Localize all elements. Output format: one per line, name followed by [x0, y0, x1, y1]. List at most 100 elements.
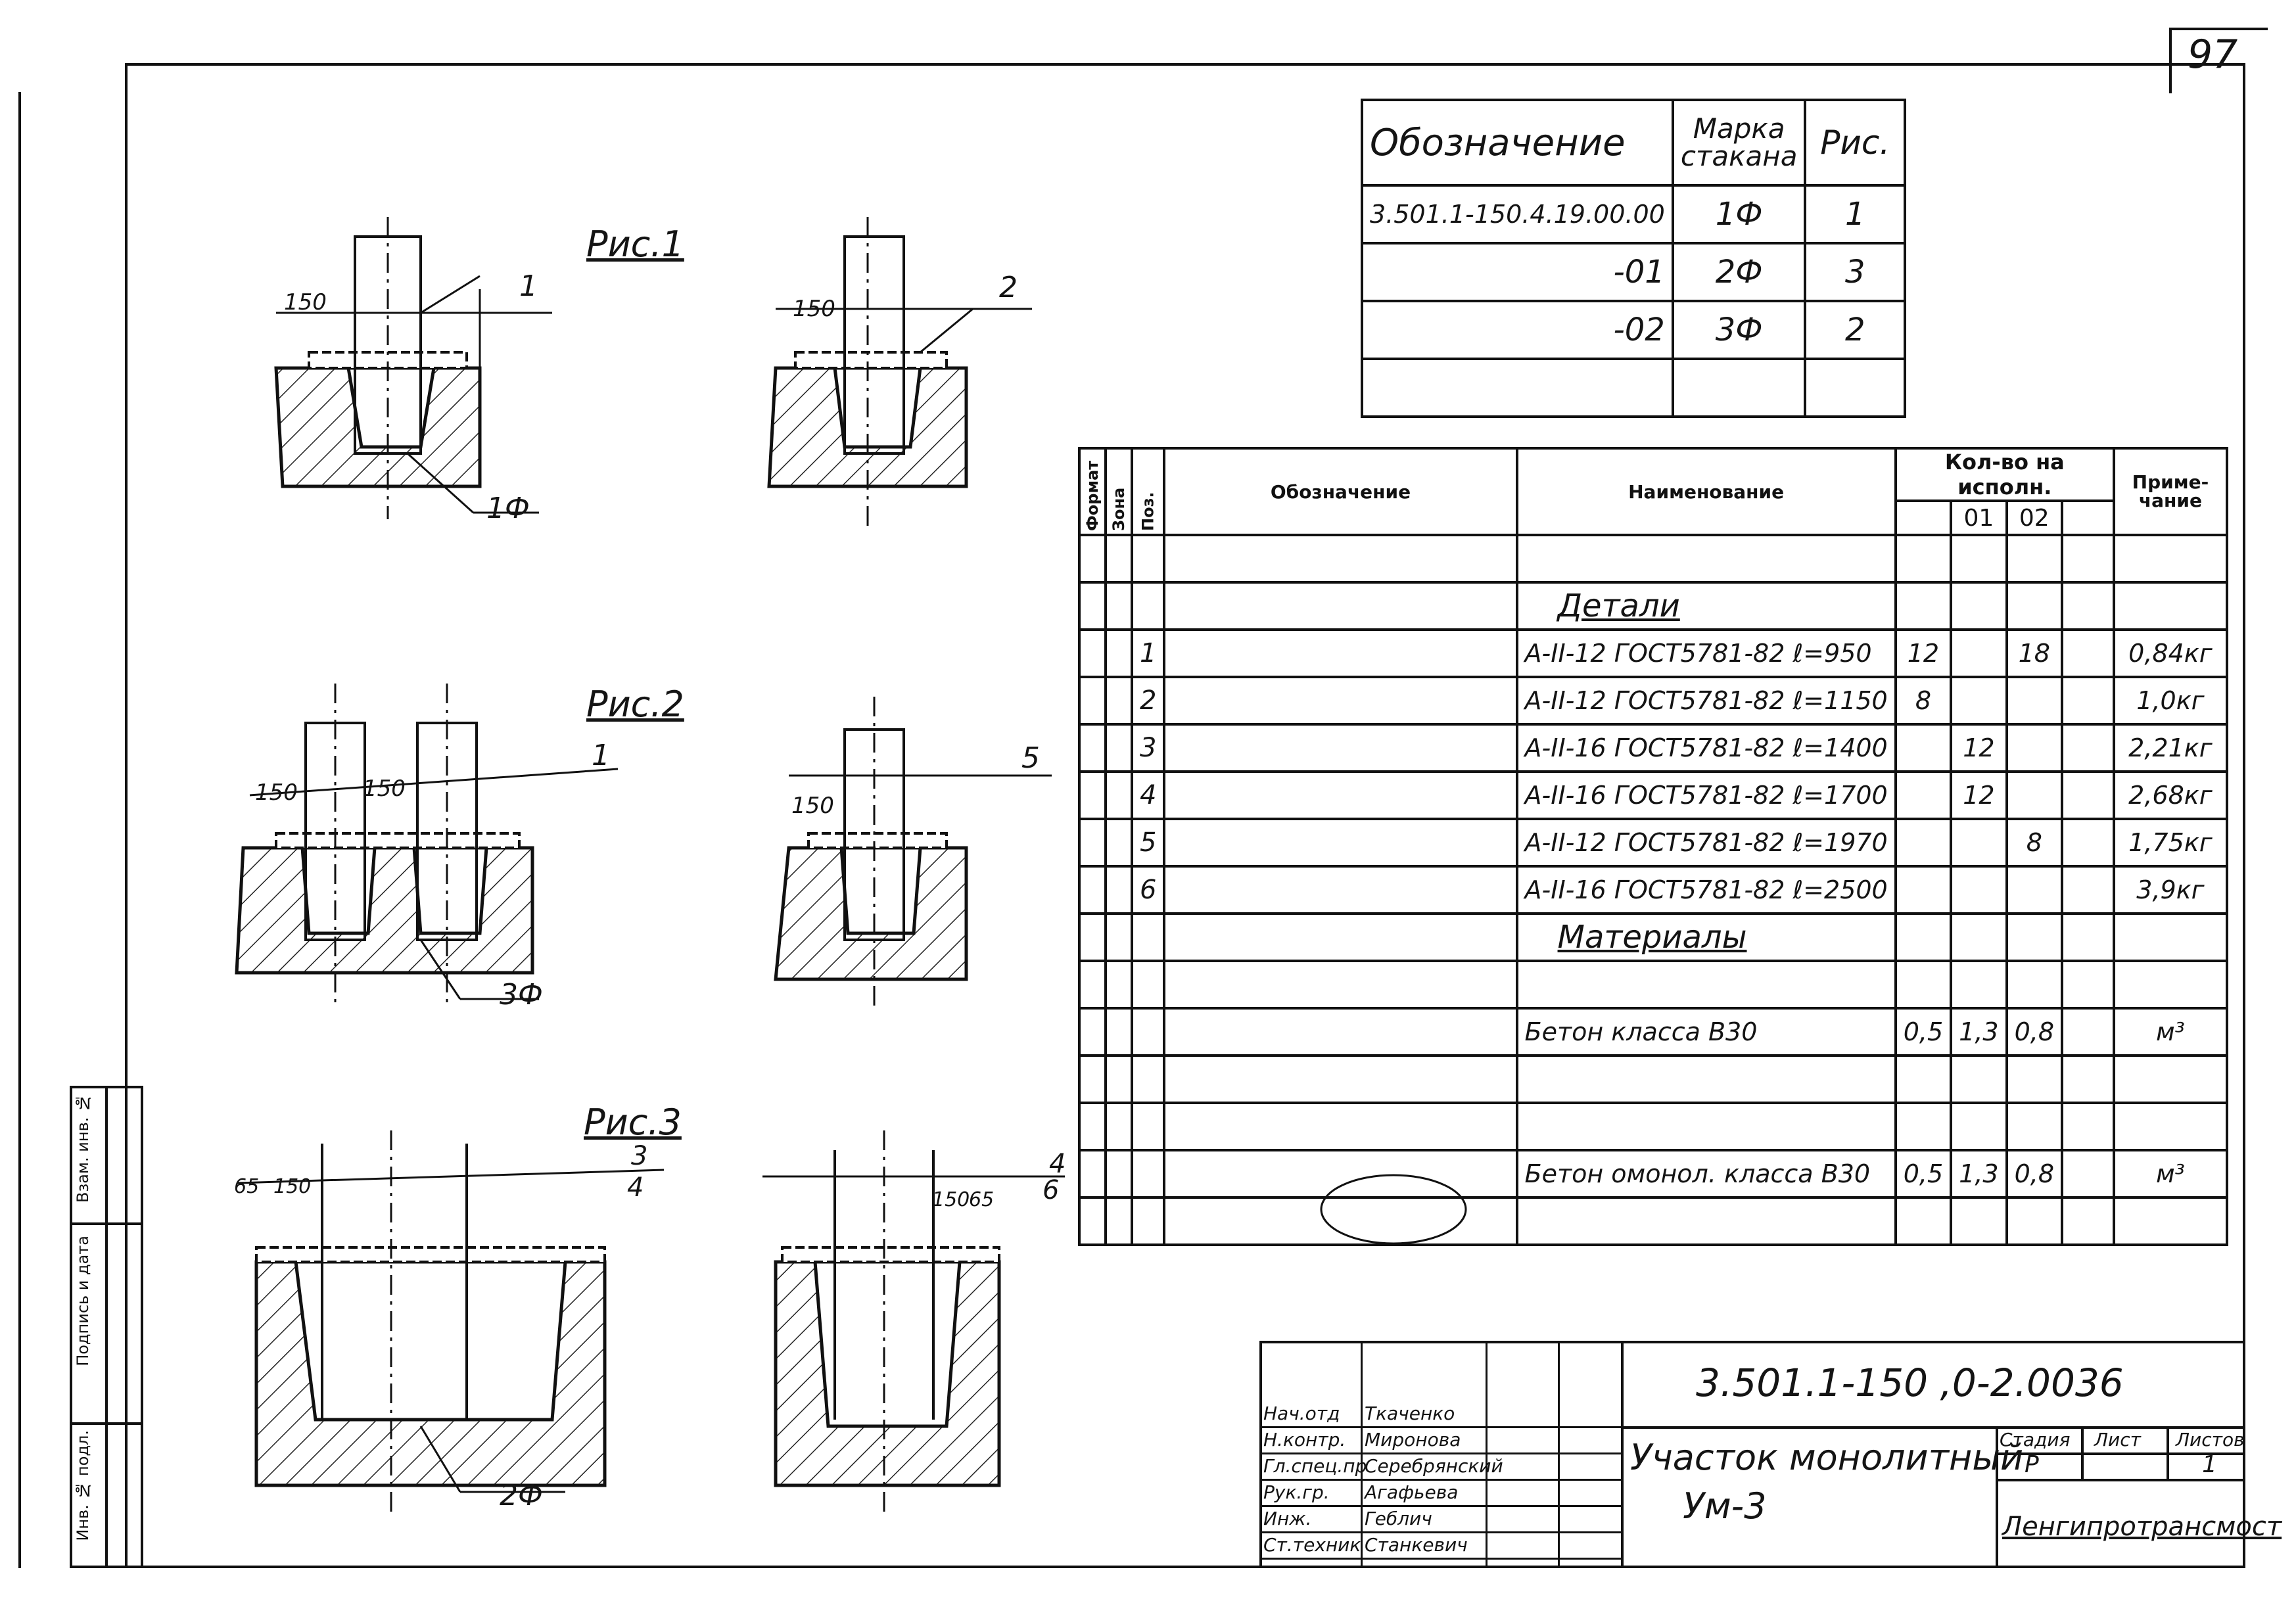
spec-cell-qty: [2061, 1196, 2115, 1246]
spec-cell-designation: [1163, 581, 1518, 631]
variants-row-1-fig: 1: [1804, 184, 1906, 244]
callout-4-fig3: 4: [627, 1173, 644, 1203]
title-block-divider-v1: [1621, 1341, 1624, 1568]
frame-top-line: [125, 63, 2245, 66]
spec-cell-format: [1078, 676, 1107, 726]
spec-cell-note: 2,21кг: [2112, 723, 2229, 773]
spec-cell-qty: [2061, 1102, 2115, 1151]
spec-cell-zone: [1104, 628, 1133, 678]
fig3-section-b: [762, 1130, 1065, 1518]
spec-cell-qty: [2061, 581, 2115, 631]
spec-cell-zone: [1104, 1102, 1133, 1151]
variants-row-2-designation: -01: [1361, 242, 1674, 302]
binding-margin-line: [18, 92, 21, 1568]
dim-150-fig2a: 150: [255, 779, 298, 806]
spec-cell-zone: [1104, 912, 1133, 962]
spec-cell-qty: [1950, 912, 2008, 962]
spec-row: Детали: [1078, 581, 2229, 631]
callout-4b-fig3: 4: [1049, 1149, 1066, 1179]
spec-cell-format: [1078, 1054, 1107, 1104]
frame-right-line: [2243, 63, 2245, 1566]
spec-row: Материалы: [1078, 912, 2229, 962]
spec-cell-name: [1515, 534, 1897, 584]
variants-header-designation: Обозначение: [1361, 99, 1674, 187]
spec-cell-designation: [1163, 1102, 1518, 1151]
fig2-section-b: [774, 697, 1052, 1012]
spec-cell-pos: 3: [1130, 723, 1166, 773]
spec-header-qty-group: Кол-во на исполн.: [1894, 447, 2115, 502]
spec-cell-designation: [1163, 628, 1518, 678]
spec-cell-qty: [1894, 1102, 1953, 1151]
spec-cell-qty: [1894, 1196, 1953, 1246]
signature-col-line: [1361, 1341, 1363, 1568]
spec-cell-qty: [2061, 912, 2115, 962]
spec-cell-format: [1078, 912, 1107, 962]
signature-row-line: [1259, 1452, 1621, 1454]
spec-cell-qty: [1894, 1054, 1953, 1104]
signature-col-line: [1558, 1341, 1560, 1568]
spec-cell-qty: [1950, 865, 2008, 915]
callout-1f: 1Ф: [486, 492, 530, 525]
sheet-number-box: [2169, 28, 2268, 93]
spec-cell-zone: [1104, 534, 1133, 584]
spec-cell-zone: [1104, 865, 1133, 915]
spec-cell-qty: [1894, 534, 1953, 584]
spec-cell-zone: [1104, 723, 1133, 773]
spec-cell-qty: [1950, 1196, 2008, 1246]
callout-3f: 3Ф: [500, 978, 543, 1011]
spec-cell-qty: 12: [1950, 770, 2008, 820]
spec-cell-zone: [1104, 770, 1133, 820]
spec-cell-name: [1515, 1196, 1897, 1246]
spec-header-zone: Зона: [1106, 448, 1132, 535]
spec-cell-format: [1078, 818, 1107, 868]
spec-cell-qty: 8: [1894, 676, 1953, 726]
variants-row-3-fig: 2: [1804, 300, 1906, 360]
spec-cell-qty: [1950, 628, 2008, 678]
fig3-section-a: [236, 1130, 665, 1518]
spec-cell-pos: [1130, 1007, 1166, 1057]
spec-cell-qty: [2061, 1007, 2115, 1057]
dim-150-fig3a: 150: [273, 1175, 312, 1198]
spec-cell-zone: [1104, 1149, 1133, 1199]
stage-value: Р: [2025, 1451, 2039, 1478]
spec-cell-qty: [2005, 1054, 2064, 1104]
spec-cell-note: [2112, 534, 2229, 584]
spec-cell-note: [2112, 1102, 2229, 1151]
side-stamp-row-1: [70, 1222, 143, 1225]
spec-cell-qty: 0,5: [1894, 1007, 1953, 1057]
spec-cell-qty: [1894, 960, 1953, 1010]
spec-cell-qty: 0,8: [2005, 1007, 2064, 1057]
spec-cell-format: [1078, 1007, 1107, 1057]
spec-cell-qty: [2061, 534, 2115, 584]
fig1-section-b: [767, 217, 1032, 526]
title-line2: Ум-3: [1683, 1485, 1767, 1527]
spec-cell-designation: [1163, 1196, 1518, 1246]
spec-cell-qty: 12: [1950, 723, 2008, 773]
spec-cell-qty: 0,5: [1894, 1149, 1953, 1199]
org-name: Ленгипротрансмост: [2002, 1512, 2282, 1542]
callout-2-fig1: 2: [999, 271, 1018, 304]
signature-name: Геблич: [1365, 1508, 1432, 1529]
side-stamp-divider: [105, 1086, 108, 1568]
spec-cell-zone: [1104, 676, 1133, 726]
spec-cell-pos: 5: [1130, 818, 1166, 868]
spec-cell-format: [1078, 1149, 1107, 1199]
signature-role: Рук.гр.: [1263, 1481, 1330, 1503]
spec-header-qty-col-0: [1894, 499, 1953, 536]
spec-cell-format: [1078, 1196, 1107, 1246]
variants-row-1-designation: 3.501.1-150.4.19.00.00: [1361, 184, 1674, 244]
variants-table: Обозначение Марка стакана Рис. 3.501.1-1…: [1361, 99, 1906, 418]
spec-cell-note: [2112, 1054, 2229, 1104]
signature-name: Серебрянский: [1365, 1455, 1503, 1477]
fig2-section-a: [235, 684, 619, 1006]
spec-cell-zone: [1104, 818, 1133, 868]
title-block-divider-h3: [1996, 1479, 2245, 1481]
spec-cell-pos: [1130, 1102, 1166, 1151]
spec-header-note: Приме-чание: [2112, 447, 2229, 536]
signature-role: Ст.техник: [1263, 1534, 1361, 1556]
variants-row-1-mark: 1Ф: [1671, 184, 1807, 244]
spec-cell-qty: [2005, 723, 2064, 773]
